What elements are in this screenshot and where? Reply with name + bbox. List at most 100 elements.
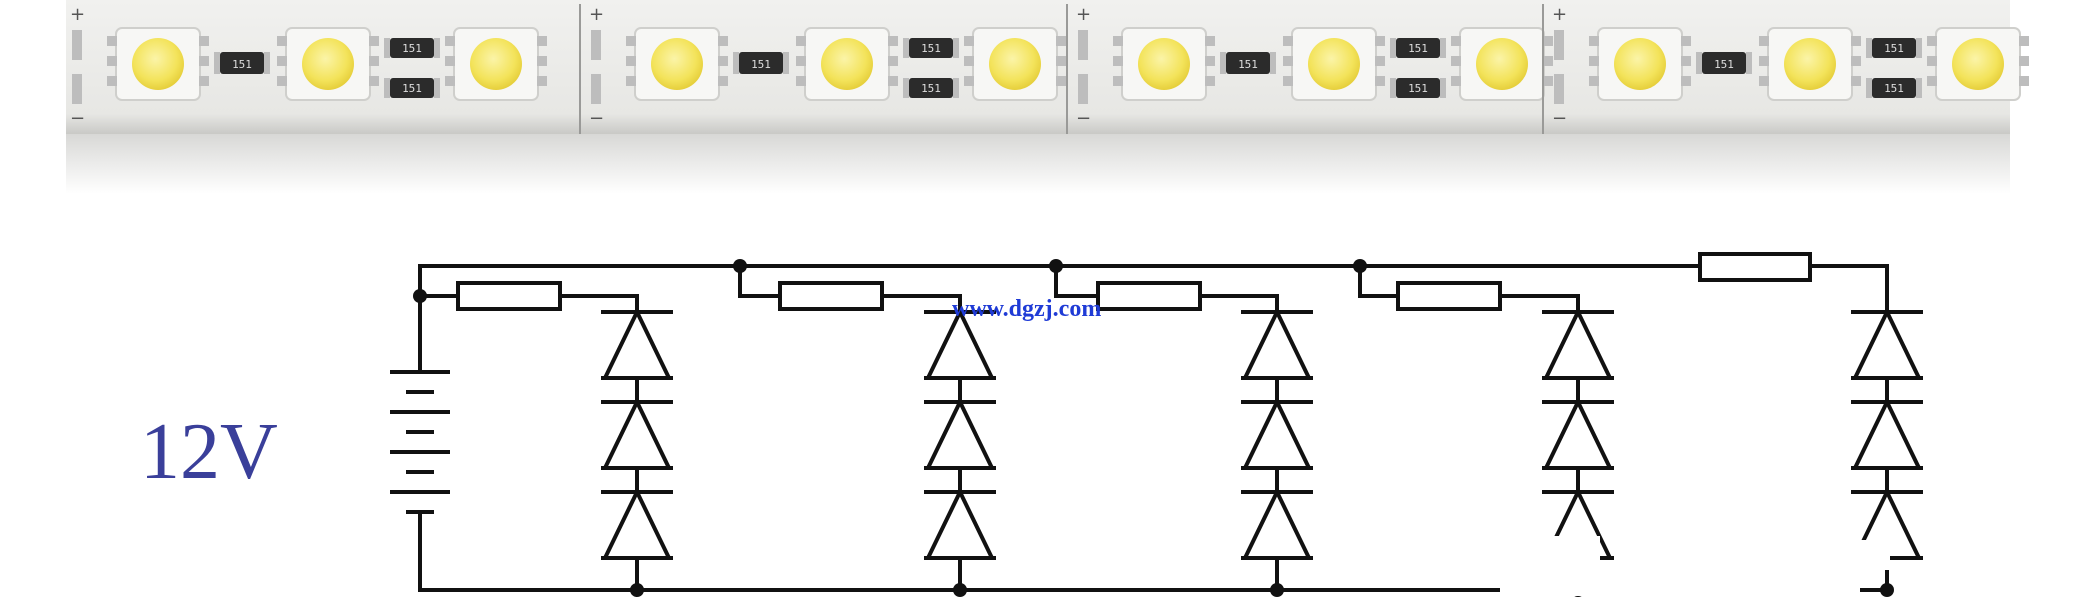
led-pin: [1681, 56, 1691, 66]
resistor: [1698, 252, 1812, 282]
led-pin: [2019, 36, 2029, 46]
resistor-cap: [434, 78, 440, 98]
minus-mark: −: [1552, 108, 1567, 129]
led-branch: [924, 307, 996, 597]
solder-pad: [591, 74, 601, 104]
strip-shadow: [66, 134, 2010, 194]
resistor-cap: [1440, 38, 1446, 58]
led-pin: [1851, 36, 1861, 46]
led-pin: [1543, 76, 1553, 86]
resistor-code: 151: [1408, 42, 1428, 55]
led-chip: [302, 38, 354, 90]
led-pin: [1375, 56, 1385, 66]
resistor-cap: [1390, 38, 1396, 58]
led-pin: [1375, 76, 1385, 86]
led-pin: [2019, 76, 2029, 86]
branch-feed: [1049, 259, 1279, 314]
solder-pad: [72, 74, 82, 104]
junction-dot: [630, 583, 644, 597]
led-pin: [1759, 36, 1769, 46]
resistor-cap: [903, 78, 909, 98]
resistor-cap: [1916, 78, 1922, 98]
led-pin: [1056, 56, 1066, 66]
led-pin: [1927, 76, 1937, 86]
led-pin: [1589, 36, 1599, 46]
led-pin: [964, 76, 974, 86]
led-pin: [1451, 76, 1461, 86]
smd-resistor: [220, 52, 264, 74]
resistor-code: 151: [751, 58, 771, 71]
led-pin: [1759, 76, 1769, 86]
parallel-led-schematic: 12V www.dgzj.com: [140, 252, 1923, 597]
plus-mark: +: [1076, 4, 1091, 25]
led-branch: [1241, 307, 1313, 597]
led-pin: [1589, 56, 1599, 66]
led-pin: [1283, 56, 1293, 66]
led-pin: [1113, 36, 1123, 46]
led-pin: [1375, 36, 1385, 46]
watermark: www.dgzj.com: [952, 296, 1101, 322]
resistor-cap: [733, 52, 739, 74]
diode-triangle: [1542, 307, 1614, 380]
resistor-cap: [903, 38, 909, 58]
led-chip: [1476, 38, 1528, 90]
diode-triangle: [1241, 307, 1313, 380]
smd-resistor: [909, 38, 953, 58]
led-pin: [277, 76, 287, 86]
solder-pad: [72, 30, 82, 60]
smd-resistor: [1702, 52, 1746, 74]
led-pin: [796, 76, 806, 86]
plus-mark: +: [589, 4, 604, 25]
resistor-cap: [1916, 38, 1922, 58]
led-chip: [651, 38, 703, 90]
led-chip: [1952, 38, 2004, 90]
resistor: [1096, 281, 1202, 311]
led-chip: [1614, 38, 1666, 90]
led-pin: [1056, 76, 1066, 86]
led-pin: [277, 36, 287, 46]
junction-dot: [1049, 259, 1063, 273]
led-chip: [470, 38, 522, 90]
resistor-code: 151: [1714, 58, 1734, 71]
led-chip: [821, 38, 873, 90]
led-pin: [199, 36, 209, 46]
junction-dot: [733, 259, 747, 273]
resistor-cap: [953, 38, 959, 58]
smd-resistor: [739, 52, 783, 74]
led-pin: [107, 76, 117, 86]
led-pin: [964, 56, 974, 66]
led-pin: [1851, 56, 1861, 66]
branch-feed: [1353, 259, 1580, 314]
resistor-cap: [214, 52, 220, 74]
smd-resistor: [1396, 78, 1440, 98]
led-pin: [1451, 36, 1461, 46]
solder-pad: [591, 30, 601, 60]
resistor-cap: [1270, 52, 1276, 74]
resistor-cap: [783, 52, 789, 74]
led-pin: [537, 36, 547, 46]
diode-triangle: [924, 397, 996, 470]
led-pin: [796, 56, 806, 66]
branch-feed: [418, 281, 639, 314]
led-branch: [601, 307, 673, 597]
diode-triangle: [1542, 397, 1614, 470]
diode-triangle: [924, 487, 996, 560]
led-pin: [1543, 56, 1553, 66]
led-pin: [1759, 56, 1769, 66]
diode-triangle: [1241, 397, 1313, 470]
resistor: [778, 281, 884, 311]
resistor-code: 151: [921, 82, 941, 95]
led-pin: [1205, 76, 1215, 86]
led-pin: [199, 76, 209, 86]
led-pin: [199, 56, 209, 66]
led-pin: [1113, 56, 1123, 66]
resistor-cap: [1866, 38, 1872, 58]
resistor-code: 151: [1238, 58, 1258, 71]
led-pin: [888, 76, 898, 86]
led-chip: [989, 38, 1041, 90]
resistor-code: 151: [1884, 42, 1904, 55]
solder-pad: [1554, 30, 1564, 60]
junction-dot: [1353, 259, 1367, 273]
resistor-cap: [1390, 78, 1396, 98]
